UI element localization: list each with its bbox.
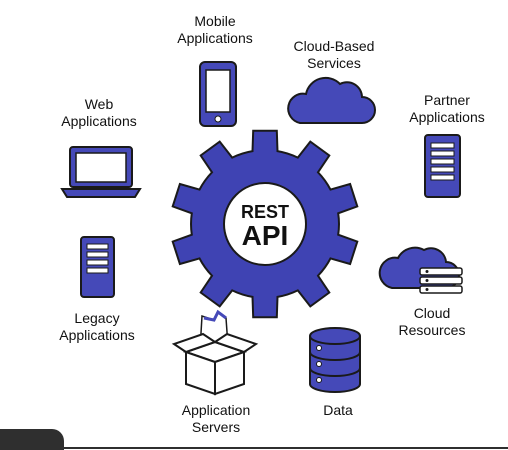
bottom-tab[interactable]: [0, 429, 64, 450]
gear-hub: [223, 182, 307, 266]
server-tower-icon: [80, 236, 115, 298]
node-label-cloud-resources: Cloud Resources: [399, 305, 466, 339]
node-label-partner: Partner Applications: [409, 92, 485, 126]
smartphone-icon: [199, 61, 237, 127]
node-label-line: Services: [307, 55, 361, 71]
center-label-line2: API: [242, 220, 289, 251]
node-label-line: Applications: [59, 327, 135, 343]
node-label-line: Mobile: [194, 13, 236, 29]
bottom-divider: [64, 447, 508, 449]
cloud-icon: [287, 76, 376, 124]
database-icon: [309, 327, 361, 393]
server-tower-icon: [424, 134, 461, 198]
node-label-line: Cloud-Based: [293, 38, 375, 54]
node-label-line: Applications: [61, 113, 137, 129]
node-label-line: Applications: [409, 109, 485, 125]
node-label-cloud-services: Cloud-Based Services: [294, 38, 375, 72]
node-label-line: Cloud: [413, 305, 451, 321]
node-label-line: Legacy: [74, 310, 120, 326]
node-label-line: Partner: [424, 92, 470, 108]
center-label-line1: REST: [241, 202, 289, 222]
node-label-line: Servers: [191, 419, 241, 435]
node-label-line: Resources: [398, 322, 466, 338]
node-label-line: Applications: [177, 30, 253, 46]
open-box-icon: [171, 309, 259, 396]
node-label-line: Web: [84, 96, 114, 112]
cloud-storage-icon: [378, 246, 463, 294]
node-label-app-servers: Application Servers: [182, 402, 251, 436]
node-label-legacy: Legacy Applications: [59, 310, 135, 344]
node-label-line: Data: [323, 402, 353, 418]
node-label-web: Web Applications: [61, 96, 137, 130]
node-label-line: Application: [181, 402, 251, 418]
node-label-data: Data: [323, 402, 353, 419]
laptop-icon: [60, 146, 142, 198]
node-label-mobile: Mobile Applications: [177, 13, 253, 47]
gear-icon: [171, 129, 359, 319]
